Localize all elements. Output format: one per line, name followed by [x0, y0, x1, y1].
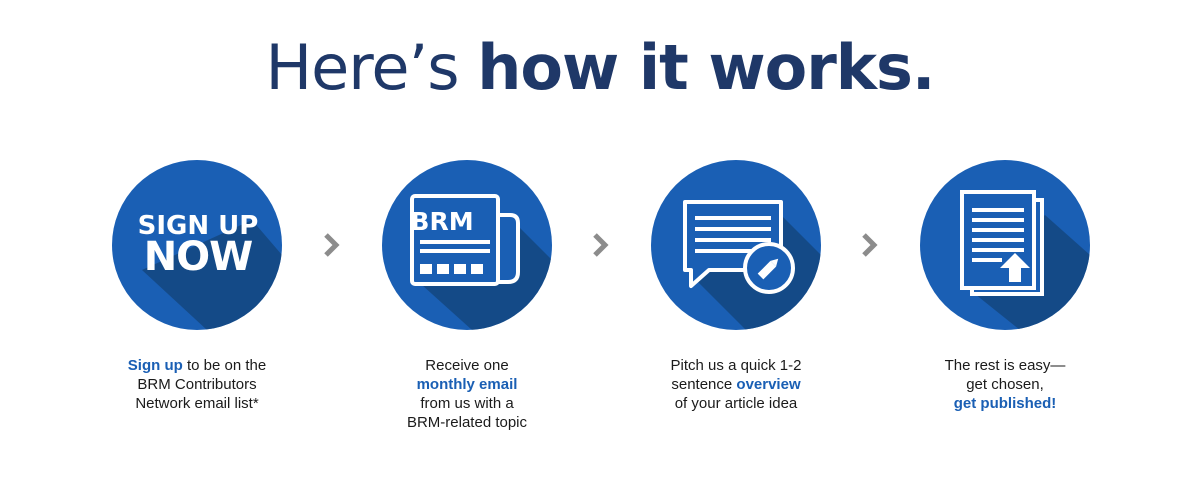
- newspaper-title: BRM: [410, 207, 473, 236]
- document-upload-icon: [960, 190, 1090, 330]
- caption-highlight: monthly email: [416, 376, 518, 393]
- published-badge: [920, 160, 1090, 330]
- step-2-caption: Receive one monthly email from us with a…: [332, 356, 602, 432]
- step-pitch: Pitch us a quick 1-2 sentence overview o…: [601, 160, 871, 413]
- chevron-right-icon: [862, 233, 878, 257]
- speech-bubble-pencil-icon: [683, 200, 821, 330]
- step-sign-up: SIGN UP NOW Sign up to be on the BRM Con…: [62, 160, 332, 413]
- chevron-right-icon: [324, 233, 340, 257]
- caption-text: Network email list*: [135, 395, 259, 412]
- headline: Here’s how it works.: [0, 28, 1200, 108]
- caption-text: of your article idea: [674, 395, 798, 412]
- headline-light: Here’s: [265, 31, 478, 104]
- caption-highlight: overview: [736, 376, 801, 393]
- sign-up-link[interactable]: Sign up: [127, 357, 183, 374]
- chevron-right-icon: [593, 233, 609, 257]
- step-1-caption: Sign up to be on the BRM Contributors Ne…: [62, 356, 332, 413]
- caption-text: sentence: [671, 376, 737, 393]
- step-monthly-email: BRM Receive one monthly email from us wi…: [332, 160, 602, 432]
- step-4-caption: The rest is easy— get chosen, get publis…: [870, 356, 1140, 413]
- caption-text: BRM-related topic: [406, 414, 528, 431]
- newspaper-icon: BRM: [410, 194, 552, 330]
- sign-up-badge[interactable]: SIGN UP NOW: [112, 160, 282, 330]
- badge-line-2: NOW: [144, 234, 253, 280]
- newspaper-badge: BRM: [382, 160, 552, 330]
- badge-line-1: SIGN UP: [138, 211, 259, 241]
- caption-text: The rest is easy—: [944, 357, 1066, 374]
- caption-text: from us with a: [420, 395, 514, 412]
- caption-text: get chosen,: [966, 376, 1044, 393]
- headline-bold: how it works.: [477, 31, 935, 104]
- caption-text: BRM Contributors: [137, 376, 257, 393]
- get-published-link[interactable]: get published!: [953, 395, 1057, 412]
- step-3-caption: Pitch us a quick 1-2 sentence overview o…: [601, 356, 871, 413]
- pitch-badge: [651, 160, 821, 330]
- caption-text: Receive one: [425, 357, 509, 374]
- caption-text: Pitch us a quick 1-2: [670, 357, 802, 374]
- caption-text: to be on the: [182, 357, 267, 374]
- sign-up-badge-graphic: SIGN UP NOW: [138, 211, 282, 330]
- step-get-published: The rest is easy— get chosen, get publis…: [870, 160, 1140, 413]
